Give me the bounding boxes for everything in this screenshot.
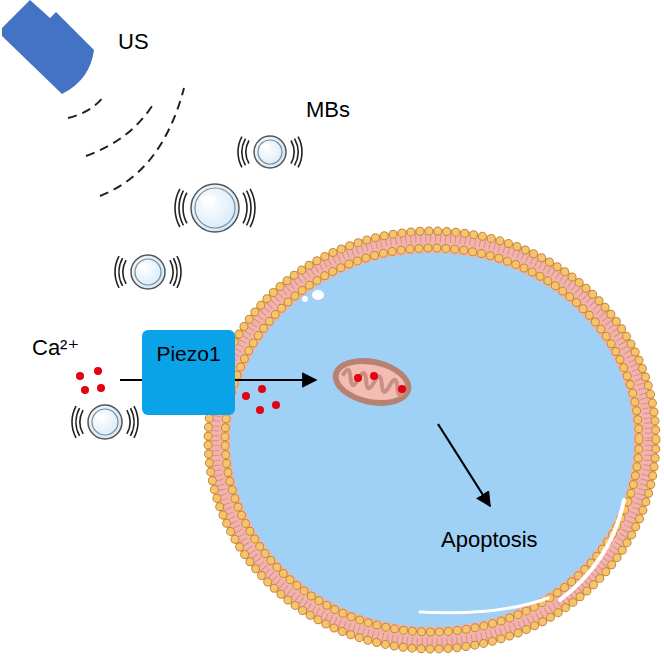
label-text: US: [118, 30, 149, 54]
mitochondrion: [328, 351, 416, 413]
microbubbles: [72, 136, 302, 439]
microbubble: [115, 255, 181, 289]
flow-arrow: [120, 379, 316, 381]
mitochondrial-calcium: [354, 372, 406, 393]
flow-arrow: [438, 424, 490, 506]
microbubble: [175, 184, 255, 232]
microbubble: [72, 405, 138, 439]
label-text: MBs: [306, 98, 350, 122]
cell: [206, 229, 658, 651]
ultrasound-waves: [68, 88, 184, 196]
label-text: Apoptosis: [441, 528, 538, 552]
microbubble: [238, 136, 302, 168]
label-text: Ca²⁺: [32, 336, 79, 360]
ion-channel-box: Piezo1: [142, 330, 235, 415]
ultrasound-transducer: [2, 0, 94, 94]
channel-label: Piezo1: [142, 342, 235, 365]
